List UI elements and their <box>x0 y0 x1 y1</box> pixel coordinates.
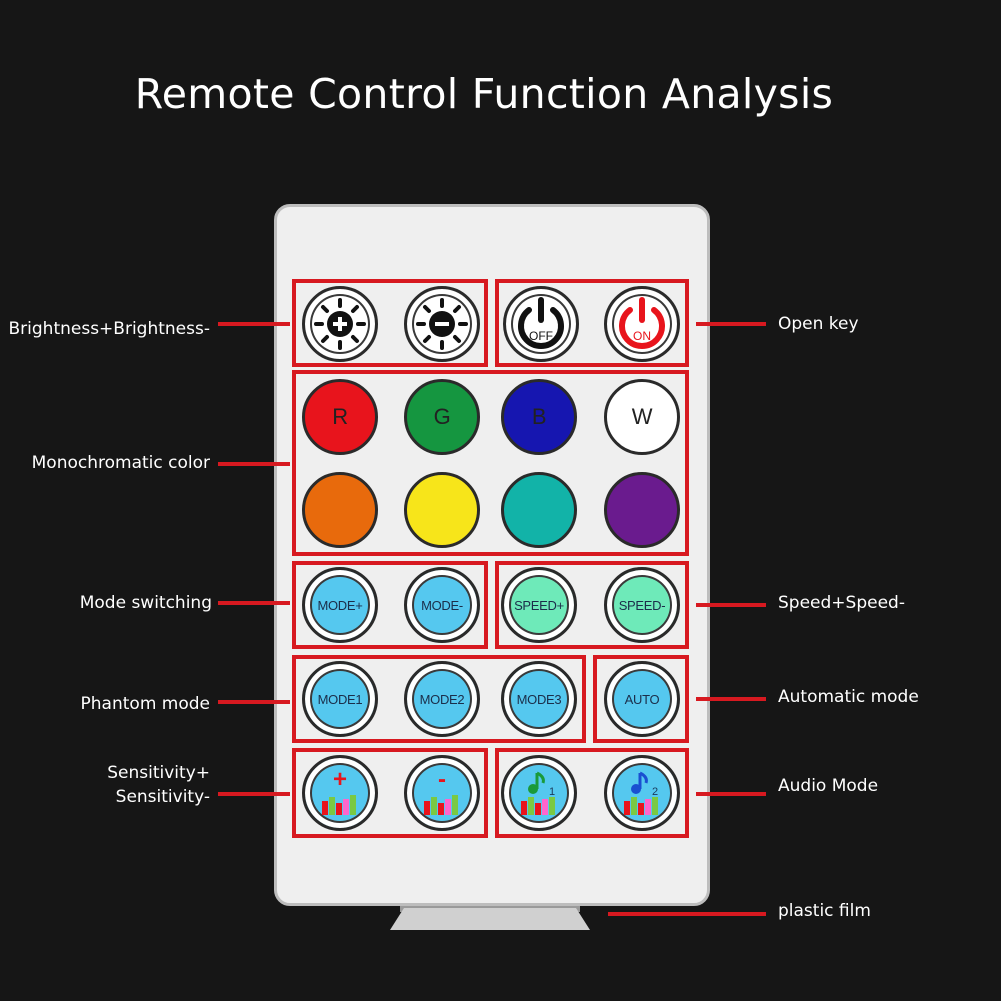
mode3-button[interactable]: MODE3 <box>501 661 577 737</box>
audio-mode-2-icon: 2 <box>616 767 668 819</box>
brightness-up-icon <box>312 296 368 352</box>
auto-label: AUTO <box>625 692 660 707</box>
open-key-label: Open key <box>778 312 859 336</box>
brightness-leader-line <box>218 322 290 326</box>
brightness-down-icon <box>414 296 470 352</box>
off-label: OFF <box>529 329 553 343</box>
sensitivity-minus-button[interactable]: - <box>404 755 480 831</box>
mode3-label: MODE3 <box>517 692 562 707</box>
page-title: Remote Control Function Analysis <box>0 70 968 118</box>
speed-minus-label: SPEED- <box>619 598 666 613</box>
audio-mode-1-button[interactable]: 1 <box>501 755 577 831</box>
red-button[interactable]: R <box>302 379 378 455</box>
speed-label: Speed+Speed- <box>778 591 905 615</box>
plastic-film-tab <box>390 908 590 930</box>
audio-mode-label: Audio Mode <box>778 774 878 798</box>
power-off-button[interactable]: OFF <box>503 286 579 362</box>
speed-plus-button[interactable]: SPEED+ <box>501 567 577 643</box>
teal-button[interactable] <box>501 472 577 548</box>
automatic-label: Automatic mode <box>778 685 919 709</box>
brightness-down-button[interactable] <box>404 286 480 362</box>
mode-plus-button[interactable]: MODE+ <box>302 567 378 643</box>
plastic-film-leader-line <box>608 912 766 916</box>
audio-leader-line <box>696 792 766 796</box>
blue-button[interactable]: B <box>501 379 577 455</box>
sensitivity-minus-icon: - <box>416 767 468 819</box>
mode-switching-leader-line <box>218 601 290 605</box>
mode-switching-label: Mode switching <box>0 591 212 615</box>
plastic-film-label: plastic film <box>778 899 871 923</box>
mode1-label: MODE1 <box>318 692 363 707</box>
yellow-button[interactable] <box>404 472 480 548</box>
brightness-up-button[interactable] <box>302 286 378 362</box>
orange-button[interactable] <box>302 472 378 548</box>
sensitivity-label-line2: Sensitivity- <box>0 785 210 809</box>
speed-minus-button[interactable]: SPEED- <box>604 567 680 643</box>
mode2-button[interactable]: MODE2 <box>404 661 480 737</box>
blue-label: B <box>532 404 546 430</box>
sensitivity-minus-sign: - <box>438 767 446 793</box>
phantom-leader-line <box>218 700 290 704</box>
white-button[interactable]: W <box>604 379 680 455</box>
mode1-button[interactable]: MODE1 <box>302 661 378 737</box>
audio-mode-1-icon: 1 <box>513 767 565 819</box>
white-label: W <box>632 404 652 430</box>
sensitivity-label-line1: Sensitivity+ <box>0 761 210 785</box>
monochromatic-leader-line <box>218 462 290 466</box>
mode-minus-button[interactable]: MODE- <box>404 567 480 643</box>
green-label: G <box>434 404 451 430</box>
open-key-leader-line <box>696 322 766 326</box>
mode-plus-label: MODE+ <box>317 598 362 613</box>
mode2-label: MODE2 <box>420 692 465 707</box>
mode-minus-label: MODE- <box>421 598 463 613</box>
sensitivity-plus-button[interactable]: + <box>302 755 378 831</box>
automatic-leader-line <box>696 697 766 701</box>
purple-button[interactable] <box>604 472 680 548</box>
sensitivity-plus-icon: + <box>314 767 366 819</box>
audio-mode-2-number: 2 <box>652 786 658 798</box>
auto-button[interactable]: AUTO <box>604 661 680 737</box>
on-label: ON <box>633 329 651 343</box>
monochromatic-label: Monochromatic color <box>0 451 210 475</box>
brightness-label: Brightness+Brightness- <box>0 317 210 341</box>
power-on-button[interactable]: ON <box>604 286 680 362</box>
audio-mode-1-number: 1 <box>549 786 555 798</box>
power-off-icon: OFF <box>511 294 571 354</box>
audio-mode-2-button[interactable]: 2 <box>604 755 680 831</box>
red-label: R <box>332 404 348 430</box>
sensitivity-leader-line <box>218 792 290 796</box>
sensitivity-plus-sign: + <box>333 767 347 793</box>
speed-leader-line <box>696 603 766 607</box>
power-on-icon: ON <box>612 294 672 354</box>
green-button[interactable]: G <box>404 379 480 455</box>
speed-plus-label: SPEED+ <box>514 598 564 613</box>
phantom-label: Phantom mode <box>0 692 210 716</box>
